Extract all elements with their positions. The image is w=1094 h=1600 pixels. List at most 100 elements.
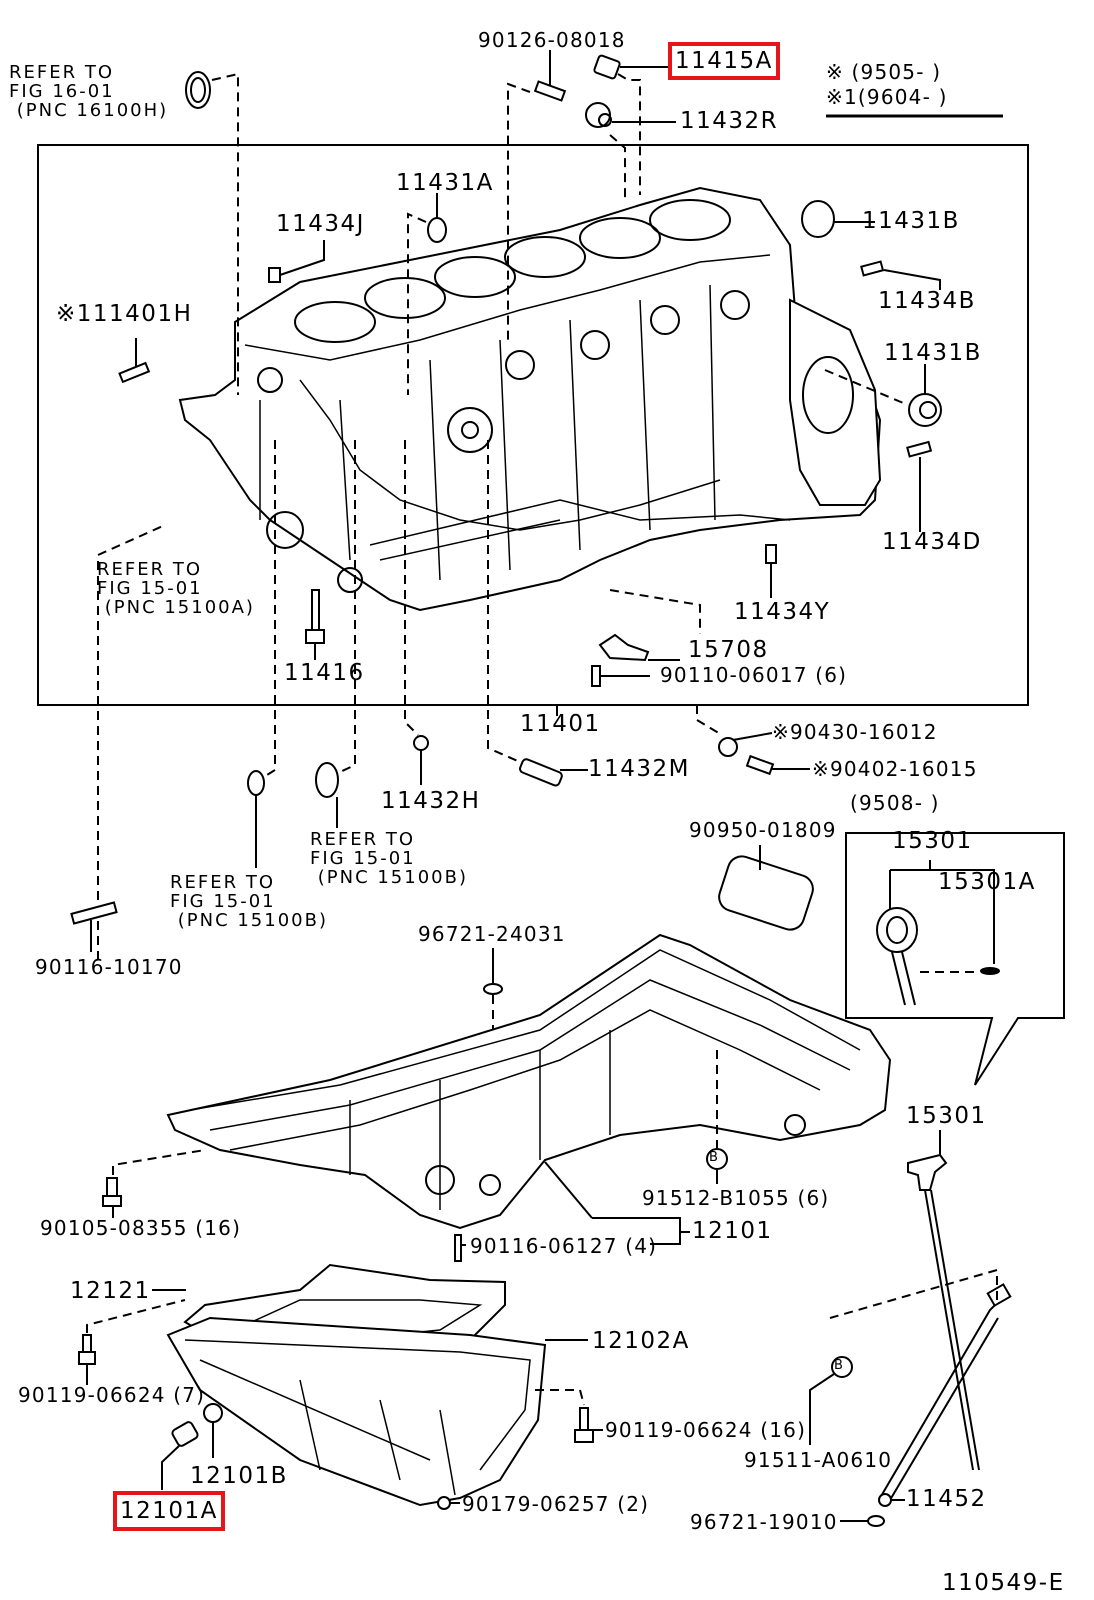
cylinder-bore-5 xyxy=(579,217,661,259)
dipstick-marker-15301a xyxy=(980,967,1000,975)
part-label[interactable]: 12121 xyxy=(70,1278,151,1304)
part-label[interactable]: ※90430-16012 xyxy=(772,720,938,744)
part-label[interactable]: 90105-08355 (16) xyxy=(40,1216,242,1240)
ref-fig-16-01[interactable]: REFER TO FIG 16-01 (PNC 16100H) xyxy=(9,63,168,120)
seal-16100h xyxy=(185,71,211,109)
part-label[interactable]: ※90402-16015 xyxy=(812,757,978,781)
pin-11434b xyxy=(860,260,885,277)
part-label[interactable]: 96721-19010 xyxy=(690,1510,838,1534)
ref-line: REFER TO xyxy=(9,62,114,83)
nut-90179 xyxy=(437,1496,451,1510)
cap-11431b-top xyxy=(801,200,835,238)
bolt-90402 xyxy=(745,754,775,776)
ref-fig-15-01-a[interactable]: REFER TO FIG 15-01 (PNC 15100A) xyxy=(97,560,255,617)
bolt-90119-right xyxy=(579,1407,589,1431)
ref-line: FIG 15-01 xyxy=(170,891,276,912)
part-label[interactable]: 11434J xyxy=(276,211,365,237)
marker-b-lower xyxy=(831,1356,853,1378)
pin-11434d xyxy=(906,440,933,458)
marker-b-upper xyxy=(706,1148,728,1170)
legend-range: (9505- ) xyxy=(851,60,942,84)
cylinder-bore-1 xyxy=(294,301,376,343)
plug-11432h xyxy=(413,735,429,751)
part-label[interactable]: 90110-06017 (6) xyxy=(660,663,848,687)
figure-id: 110549-E xyxy=(942,1570,1065,1596)
bolt-90119-left xyxy=(82,1334,92,1354)
legend-range: (9604- ) xyxy=(857,85,948,109)
ref-line: FIG 16-01 xyxy=(9,81,115,102)
dipstick-guide-11452 xyxy=(879,1294,1006,1501)
cylinder-bore-2 xyxy=(364,277,446,319)
part-label[interactable]: 11431B xyxy=(862,208,960,234)
pin-11401h xyxy=(118,361,151,384)
pin-11434j xyxy=(268,267,281,283)
stud-90126 xyxy=(533,80,567,102)
o-ring-96721-19010 xyxy=(867,1515,885,1527)
part-label[interactable]: 11431A xyxy=(396,170,494,196)
part-label[interactable]: 12101B xyxy=(190,1463,288,1489)
bolt-90105 xyxy=(106,1177,118,1197)
inset-part-label[interactable]: 15301 xyxy=(892,828,973,854)
ref-line: REFER TO xyxy=(310,829,415,850)
part-label-highlighted[interactable]: 11415A xyxy=(675,48,773,74)
ref-line: (PNC 15100A) xyxy=(97,597,255,618)
pin-11434y xyxy=(765,544,777,564)
ref-line: REFER TO xyxy=(97,559,202,580)
part-label[interactable]: 90950-01809 xyxy=(689,818,837,842)
inset-range: (9508- ) xyxy=(850,791,940,815)
part-label[interactable]: 11401 xyxy=(520,711,601,737)
part-label[interactable]: 91512-B1055 (6) xyxy=(642,1186,830,1210)
part-label[interactable]: 96721-24031 xyxy=(418,922,566,946)
bolt-11416 xyxy=(311,589,320,631)
part-label[interactable]: 11434D xyxy=(882,529,982,555)
union-11432m xyxy=(519,758,563,787)
inset-box xyxy=(845,832,1065,1086)
part-label[interactable]: ※111401H xyxy=(56,301,193,327)
part-label[interactable]: 11432R xyxy=(680,108,779,134)
part-label-highlighted[interactable]: 12101A xyxy=(120,1498,218,1524)
part-label[interactable]: 15708 xyxy=(688,637,769,663)
drain-plug-12101a xyxy=(171,1421,199,1447)
part-label[interactable]: 90119-06624 (16) xyxy=(605,1418,807,1442)
dipstick-handle-15301 xyxy=(907,1153,948,1191)
seal-15100b-large xyxy=(315,762,339,798)
bolt-90110 xyxy=(591,665,601,687)
inset-part-label[interactable]: 15301A xyxy=(938,869,1036,895)
part-label[interactable]: 90126-08018 xyxy=(478,28,626,52)
part-label[interactable]: 12102A xyxy=(592,1328,690,1354)
oil-pan-lower-12102a xyxy=(166,1316,547,1507)
highlight-box-11415a xyxy=(668,42,780,80)
circle-marker-b: B xyxy=(709,1150,718,1165)
legend-symbol: ※1 xyxy=(826,85,858,109)
part-label[interactable]: 11431B xyxy=(884,340,982,366)
part-label[interactable]: 90116-10170 xyxy=(35,955,183,979)
plug-11431a xyxy=(427,217,447,243)
part-label[interactable]: 11452 xyxy=(906,1486,987,1512)
part-label[interactable]: 11434B xyxy=(878,288,976,314)
part-label[interactable]: 11432H xyxy=(381,788,481,814)
ref-line: FIG 15-01 xyxy=(310,848,416,869)
part-label[interactable]: 15301 xyxy=(906,1103,987,1129)
washer-15100b-small xyxy=(247,770,265,796)
ref-line: FIG 15-01 xyxy=(97,578,203,599)
ref-line: (PNC 15100B) xyxy=(310,867,468,888)
part-label[interactable]: 11434Y xyxy=(734,599,831,625)
oil-nozzle-15708 xyxy=(598,633,650,662)
legend-entry-2: ※1(9604- ) xyxy=(826,87,948,107)
sensor-11432r xyxy=(585,102,611,128)
ref-line: (PNC 15100B) xyxy=(170,910,328,931)
part-label[interactable]: 90119-06624 (7) xyxy=(18,1383,206,1407)
oil-pan-upper xyxy=(166,933,892,1230)
part-label[interactable]: 90116-06127 (4) xyxy=(470,1234,658,1258)
part-label[interactable]: 12101 xyxy=(692,1218,773,1244)
part-label[interactable]: 91511-A0610 xyxy=(744,1448,893,1472)
highlight-box-12101a xyxy=(113,1491,225,1531)
part-label[interactable]: 11432M xyxy=(588,756,691,782)
part-label[interactable]: 90179-06257 (2) xyxy=(462,1492,650,1516)
gasket-90430 xyxy=(718,737,738,757)
ref-fig-15-01-b-large[interactable]: REFER TO FIG 15-01 (PNC 15100B) xyxy=(310,830,468,887)
part-label[interactable]: 11416 xyxy=(284,660,365,686)
ref-fig-15-01-b-small[interactable]: REFER TO FIG 15-01 (PNC 15100B) xyxy=(170,873,328,930)
